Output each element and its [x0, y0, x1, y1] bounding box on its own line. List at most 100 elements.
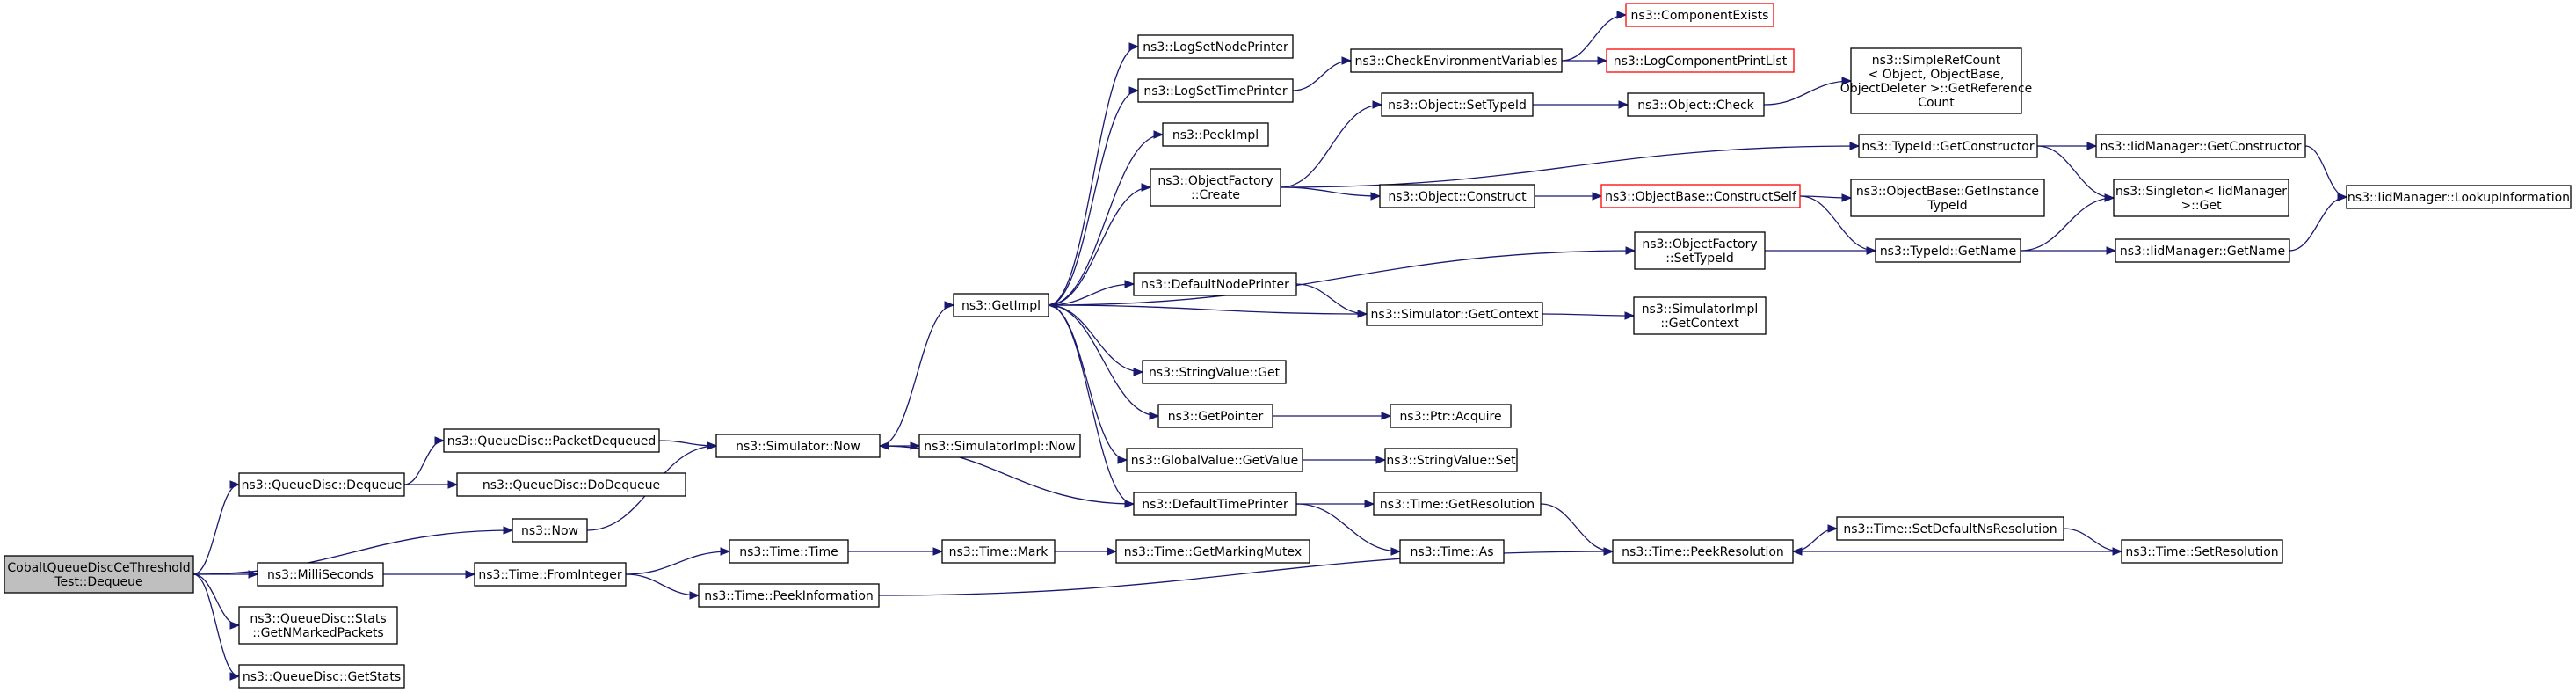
node-ptr-acquire[interactable]: ns3::Ptr::Acquire: [1390, 404, 1512, 428]
node-box: [1150, 168, 1281, 207]
call-edge-time_getres-to-peekres: [1540, 503, 1615, 556]
node-sim-now[interactable]: ns3::Simulator::Now: [715, 434, 881, 458]
node-fromint[interactable]: ns3::Time::FromInteger: [474, 562, 627, 587]
node-logtimep[interactable]: ns3::LogSetTimePrinter: [1137, 78, 1294, 103]
node-iidmgr-lookup[interactable]: ns3::IidManager::LookupInformation: [2346, 185, 2572, 209]
node-iidmgr-getname[interactable]: ns3::IidManager::GetName: [2115, 238, 2290, 263]
edge-line: [1295, 283, 1368, 315]
node-lognodep[interactable]: ns3::LogSetNodePrinter: [1137, 34, 1294, 59]
node-box: [238, 472, 405, 497]
node-time-as[interactable]: ns3::Time::As: [1399, 539, 1505, 564]
arrowhead: [1381, 412, 1392, 420]
node-setres[interactable]: ns3::Time::SetResolution: [2121, 539, 2283, 564]
node-setdefaultns[interactable]: ns3::Time::SetDefaultNsResolution: [1836, 516, 2064, 541]
node-box: [1384, 448, 1518, 472]
call-edge-peekres-to-setdefaultns: [1792, 524, 1839, 552]
node-objf-settypeid[interactable]: ns3::ObjectFactory::SetTypeId: [1634, 231, 1766, 270]
node-qd-dequeue[interactable]: ns3::QueueDisc::Dequeue: [238, 472, 405, 497]
node-gv-getvalue[interactable]: ns3::GlobalValue::GetValue: [1126, 448, 1303, 472]
node-peekinfo[interactable]: ns3::Time::PeekInformation: [698, 583, 880, 608]
node-simimpl-now[interactable]: ns3::SimulatorImpl::Now: [918, 434, 1081, 458]
node-strval-get[interactable]: ns3::StringValue::Get: [1142, 360, 1287, 384]
node-now[interactable]: ns3::Now: [512, 518, 588, 543]
node-deftimep[interactable]: ns3::DefaultTimePrinter: [1133, 492, 1297, 516]
arrowhead: [1128, 86, 1140, 95]
node-dodequeue[interactable]: ns3::QueueDisc::DoDequeue: [456, 472, 686, 497]
node-box: [257, 562, 384, 587]
node-box: [1625, 3, 1774, 27]
call-edge-iidmgr_getctor-to-iidmgr_lookup: [2304, 145, 2348, 201]
node-label: ns3::Time::SetResolution: [2125, 545, 2278, 559]
arrowhead: [1117, 456, 1128, 464]
node-obj-settypeid[interactable]: ns3::Object::SetTypeId: [1381, 92, 1534, 117]
arrowhead: [229, 672, 241, 681]
call-edge-getimpl-to-defnodep: [1048, 280, 1136, 306]
node-label: ns3::Time::Time: [739, 545, 838, 559]
node-defnodep[interactable]: ns3::DefaultNodePrinter: [1133, 272, 1297, 296]
call-edge-qd_dequeue-to-dodequeue: [404, 480, 459, 489]
call-edge-qd_dequeue-to-pkt_dequeued: [403, 436, 446, 485]
node-peekimpl[interactable]: ns3::PeekImpl: [1162, 122, 1269, 147]
node-checkenv[interactable]: ns3::CheckEnvironmentVariables: [1350, 48, 1563, 73]
call-edge-deftimep-to-time_getres: [1295, 500, 1375, 508]
edge-line: [403, 440, 445, 485]
node-sim-getcontext[interactable]: ns3::Simulator::GetContext: [1366, 302, 1543, 326]
node-compexists[interactable]: ns3::ComponentExists: [1625, 3, 1774, 27]
node-stats-getn[interactable]: ns3::QueueDisc::Stats::GetNMarkedPackets: [238, 606, 398, 645]
call-edge-typeid_getname-to-singleton_get: [2020, 193, 2115, 252]
node-objf-create[interactable]: ns3::ObjectFactory::Create: [1150, 168, 1281, 207]
call-edge-getimpl-to-logtimep: [1048, 86, 1140, 306]
arrowhead: [2104, 193, 2115, 202]
node-pkt-dequeued[interactable]: ns3::QueueDisc::PacketDequeued: [443, 428, 660, 453]
node-markmutex[interactable]: ns3::Time::GetMarkingMutex: [1115, 539, 1310, 564]
node-logcompprint[interactable]: ns3::LogComponentPrintList: [1606, 48, 1795, 73]
node-simimpl-getcontext[interactable]: ns3::SimulatorImpl::GetContext: [1633, 296, 1767, 335]
arrowhead: [1603, 547, 1615, 556]
node-box: [1379, 184, 1535, 208]
node-iidmgr-getctor[interactable]: ns3::IidManager::GetConstructor: [2095, 134, 2306, 158]
edge-line: [192, 573, 240, 677]
node-getimpl[interactable]: ns3::GetImpl: [953, 293, 1049, 317]
arrowhead: [503, 526, 514, 535]
node-box: [238, 606, 398, 645]
node-box: [1612, 539, 1794, 564]
node-time-time[interactable]: ns3::Time::Time: [729, 539, 849, 564]
node-box: [456, 472, 686, 497]
node-label: ns3::PeekImpl: [1172, 128, 1259, 142]
node-label: ns3::QueueDisc::PacketDequeued: [447, 434, 657, 449]
node-obj-check[interactable]: ns3::Object::Check: [1627, 92, 1765, 117]
edge-line: [1048, 186, 1151, 306]
edge-line: [2036, 145, 2115, 199]
arrowhead: [2106, 246, 2117, 255]
arrowhead: [1616, 11, 1628, 19]
call-edge-getimpl-to-objf_create: [1048, 183, 1152, 306]
node-objbase-constructself[interactable]: ns3::ObjectBase::ConstructSelf: [1600, 184, 1801, 208]
node-millis[interactable]: ns3::MilliSeconds: [257, 562, 384, 587]
node-time-getres[interactable]: ns3::Time::GetResolution: [1373, 492, 1542, 516]
node-singleton-get[interactable]: ns3::Singleton< IidManager>::Get: [2113, 179, 2289, 217]
node-getstats[interactable]: ns3::QueueDisc::GetStats: [238, 664, 405, 689]
node-peekres[interactable]: ns3::Time::PeekResolution: [1612, 539, 1794, 564]
node-label: ns3::SimulatorImpl::Now: [924, 440, 1076, 454]
node-typeid-getname[interactable]: ns3::TypeId::GetName: [1875, 238, 2021, 263]
arrowhead: [1618, 100, 1629, 109]
node-getpointer[interactable]: ns3::GetPointer: [1157, 404, 1273, 428]
call-edge-fromint-to-peekinfo: [625, 573, 700, 600]
node-box: [729, 539, 849, 564]
node-label: ns3::LogSetTimePrinter: [1143, 84, 1288, 98]
node-box: [918, 434, 1081, 458]
arrowhead: [1128, 42, 1140, 51]
node-label: Count: [1918, 96, 1955, 110]
node-box: [2113, 179, 2289, 217]
node-strval-set[interactable]: ns3::StringValue::Set: [1384, 448, 1518, 472]
node-obj-construct[interactable]: ns3::Object::Construct: [1379, 184, 1535, 208]
node-label: ns3::Time::GetMarkingMutex: [1124, 545, 1302, 559]
node-label: ns3::DefaultNodePrinter: [1141, 278, 1289, 292]
node-box: [2095, 134, 2306, 158]
node-mark[interactable]: ns3::Time::Mark: [941, 539, 1056, 564]
node-typeid-getctor[interactable]: ns3::TypeId::GetConstructor: [1858, 134, 2038, 158]
edge-line: [625, 551, 730, 575]
node-simplerefcount[interactable]: ns3::SimpleRefCount< Object, ObjectBase,…: [1840, 47, 2032, 114]
